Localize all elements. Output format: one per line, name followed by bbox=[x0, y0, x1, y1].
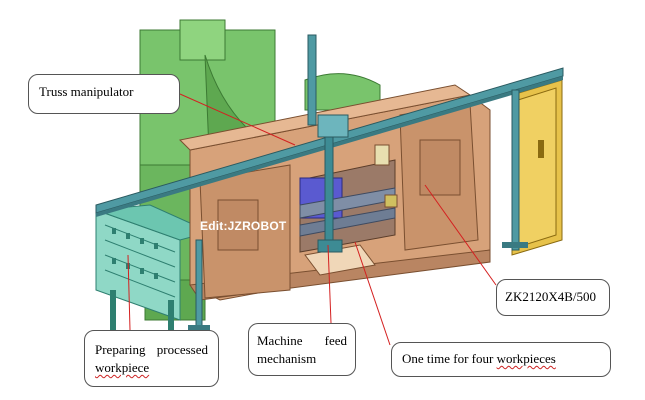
label-mechanism: mechanism bbox=[257, 351, 317, 366]
callout-four-workpieces: One time for four workpieces bbox=[391, 342, 611, 377]
label-processed: processed bbox=[156, 342, 208, 357]
label-feed: feed bbox=[324, 333, 347, 348]
preparing-rack bbox=[95, 204, 212, 335]
label-one-time-for-four: One time for four bbox=[402, 351, 494, 366]
leader-lines bbox=[127, 93, 497, 346]
electrical-cabinet bbox=[511, 79, 563, 256]
callout-preparing-workpiece: Preparing processed workpiece bbox=[84, 330, 219, 387]
feed-line-1: Machine feed bbox=[257, 332, 347, 350]
truss-gantry bbox=[95, 34, 564, 331]
callout-machine-model: ZK2120X4B/500 bbox=[496, 279, 610, 316]
callout-machine-feed: Machine feed mechanism bbox=[248, 323, 356, 376]
label-workpieces: workpieces bbox=[496, 351, 556, 366]
preparing-line-2: workpiece bbox=[95, 359, 208, 377]
label-machine-model: ZK2120X4B/500 bbox=[505, 289, 596, 304]
label-workpiece: workpiece bbox=[95, 360, 150, 375]
callout-truss-manipulator: Truss manipulator bbox=[28, 74, 180, 114]
label-preparing: Preparing bbox=[95, 342, 146, 357]
watermark: Edit:JZROBOT bbox=[200, 219, 287, 233]
label-truss-manipulator: Truss manipulator bbox=[39, 84, 134, 99]
label-machine: Machine bbox=[257, 333, 303, 348]
preparing-line-1: Preparing processed bbox=[95, 341, 208, 359]
feed-line-2: mechanism bbox=[257, 350, 347, 368]
